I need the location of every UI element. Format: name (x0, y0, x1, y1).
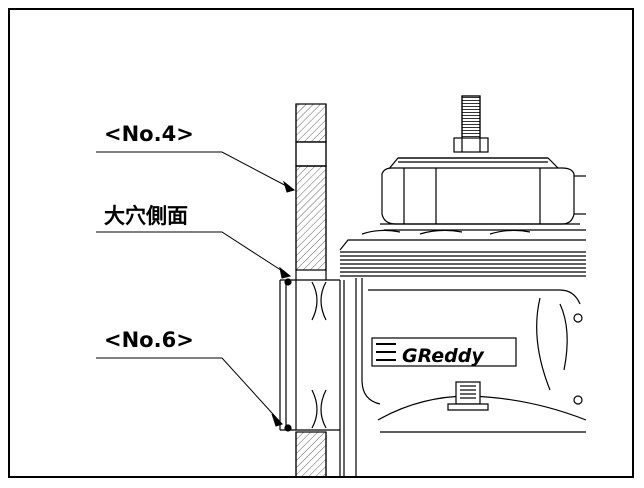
fitting-cylinder (279, 278, 357, 476)
top-cap (380, 157, 586, 231)
label-no4: <No.4> (104, 122, 194, 146)
body-upper (339, 229, 586, 277)
greddy-logo-text: GReddy (402, 345, 485, 367)
seal-dot-top (284, 278, 292, 286)
threaded-stud (453, 95, 489, 153)
label-no6: <No.6> (104, 328, 194, 352)
label-side-hole: 大穴側面 (104, 204, 188, 228)
body-lower (361, 278, 587, 433)
hatched-plate (295, 103, 327, 476)
seal-dot-bottom (284, 424, 292, 432)
leader-lines (96, 151, 296, 427)
